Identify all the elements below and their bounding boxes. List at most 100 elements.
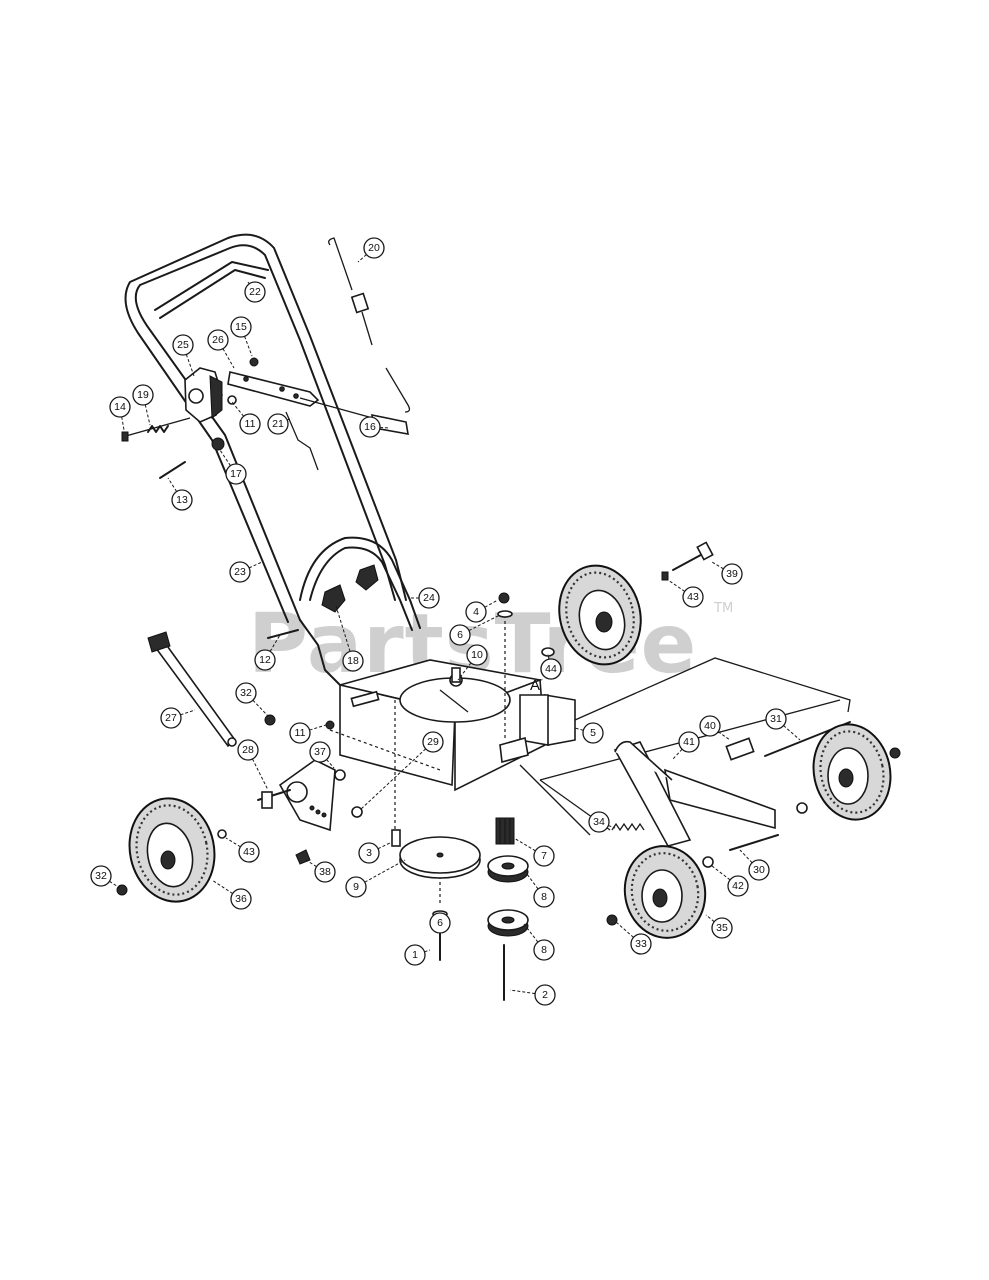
wheel-35	[623, 845, 707, 939]
callout-29: 29	[359, 731, 444, 811]
callout-label: 20	[368, 242, 380, 254]
callout-43: 43	[225, 837, 260, 863]
idler-pulley-8-upper	[487, 855, 529, 883]
callout-8: 8	[523, 869, 555, 908]
callout-label: 12	[259, 654, 271, 666]
callout-label: 9	[353, 881, 359, 893]
depth-adjust-ratchet	[184, 367, 223, 423]
wheel-36	[128, 797, 216, 903]
callout-3: 3	[358, 841, 393, 864]
callout-38: 38	[305, 859, 336, 883]
callout-18: 18	[335, 605, 364, 672]
wheel-right-rear	[812, 723, 892, 821]
callout-43: 43	[667, 579, 704, 608]
spacer-7	[495, 817, 515, 845]
nut-11b	[325, 720, 335, 730]
callout-6: 6	[449, 614, 501, 646]
callout-label: 2	[542, 989, 548, 1001]
callout-44: 44	[540, 653, 562, 680]
callout-label: 32	[240, 687, 252, 699]
callout-label: 7	[541, 850, 547, 862]
wheel-upper-right	[558, 564, 642, 666]
washer-right	[796, 802, 808, 814]
callout-label: 8	[541, 891, 547, 903]
callout-label: 8	[541, 944, 547, 956]
callout-5: 5	[574, 722, 604, 744]
callout-6: 6	[429, 912, 451, 934]
callout-label: 31	[770, 713, 782, 725]
depth-lever	[147, 631, 237, 748]
callout-37: 37	[309, 741, 335, 769]
callout-label: 39	[726, 568, 738, 580]
washer-44	[541, 647, 555, 657]
callout-label: 23	[234, 566, 246, 578]
callout-label: 6	[457, 629, 463, 641]
callout-label: 36	[235, 893, 247, 905]
callout-label: 43	[687, 591, 699, 603]
callout-label: 21	[272, 418, 284, 430]
callout-label: 17	[230, 468, 242, 480]
callout-11: 11	[231, 401, 261, 435]
callout-11: 11	[289, 722, 327, 744]
linkage-rod	[299, 397, 381, 421]
axle-30	[729, 834, 779, 851]
nut-17	[211, 437, 225, 451]
callout-label: 30	[753, 864, 765, 876]
ring-43-left	[217, 829, 227, 839]
callout-label: 16	[364, 421, 376, 433]
callout-label: 35	[716, 922, 728, 934]
ring-43-right	[661, 571, 669, 581]
bail-lever-plate	[227, 371, 320, 407]
callout-10: 10	[457, 644, 488, 681]
callout-40: 40	[699, 715, 731, 741]
washer-11a	[227, 395, 237, 405]
carriage-bolt-12	[267, 629, 299, 639]
control-cable	[328, 237, 411, 413]
callout-20: 20	[357, 237, 385, 263]
bolt-38	[295, 849, 311, 865]
callout-label: 10	[471, 649, 483, 661]
callout-label: 32	[95, 870, 107, 882]
nut-32-top	[264, 714, 276, 726]
main-frame	[339, 659, 576, 792]
washer-6-upper	[497, 610, 513, 618]
nut-wheel-right	[889, 747, 901, 759]
callout-label: 3	[366, 847, 372, 859]
washer-42	[702, 856, 714, 868]
callout-1: 1	[404, 944, 431, 966]
callout-label: 37	[314, 746, 326, 758]
callout-25: 25	[172, 334, 195, 377]
pin-13	[159, 461, 186, 479]
callout-label: 13	[176, 494, 188, 506]
callout-label: 29	[427, 736, 439, 748]
callout-4: 4	[465, 599, 499, 623]
spring-34	[611, 822, 645, 832]
callout-label: 43	[243, 846, 255, 858]
callout-label: 6	[437, 917, 443, 929]
callout-label: 22	[249, 286, 261, 298]
callout-9: 9	[345, 859, 406, 898]
callout-34: 34	[588, 811, 616, 833]
height-adjust-plate	[257, 759, 336, 832]
bushing-40	[725, 737, 755, 761]
callout-35: 35	[705, 914, 733, 939]
nut-15	[249, 357, 259, 367]
callout-41: 41	[671, 731, 700, 761]
callout-label: 26	[212, 334, 224, 346]
callout-label: 41	[683, 736, 695, 748]
callout-label: 4	[473, 606, 479, 618]
callout-label: 33	[635, 938, 647, 950]
callout-36: 36	[211, 879, 252, 910]
callout-label: 1	[412, 949, 418, 961]
callout-23: 23	[229, 561, 263, 583]
callout-31: 31	[765, 708, 801, 741]
callout-label: 44	[545, 663, 557, 675]
idler-pulley-8-lower	[487, 909, 529, 937]
callout-label: 27	[165, 712, 177, 724]
spring-rod-21	[285, 411, 319, 471]
callout-layer: 1234566788910111111121314151617181920212…	[90, 237, 801, 1006]
callout-label: 5	[590, 727, 596, 739]
callout-16: 16	[359, 416, 391, 438]
callout-label: 14	[114, 401, 126, 413]
